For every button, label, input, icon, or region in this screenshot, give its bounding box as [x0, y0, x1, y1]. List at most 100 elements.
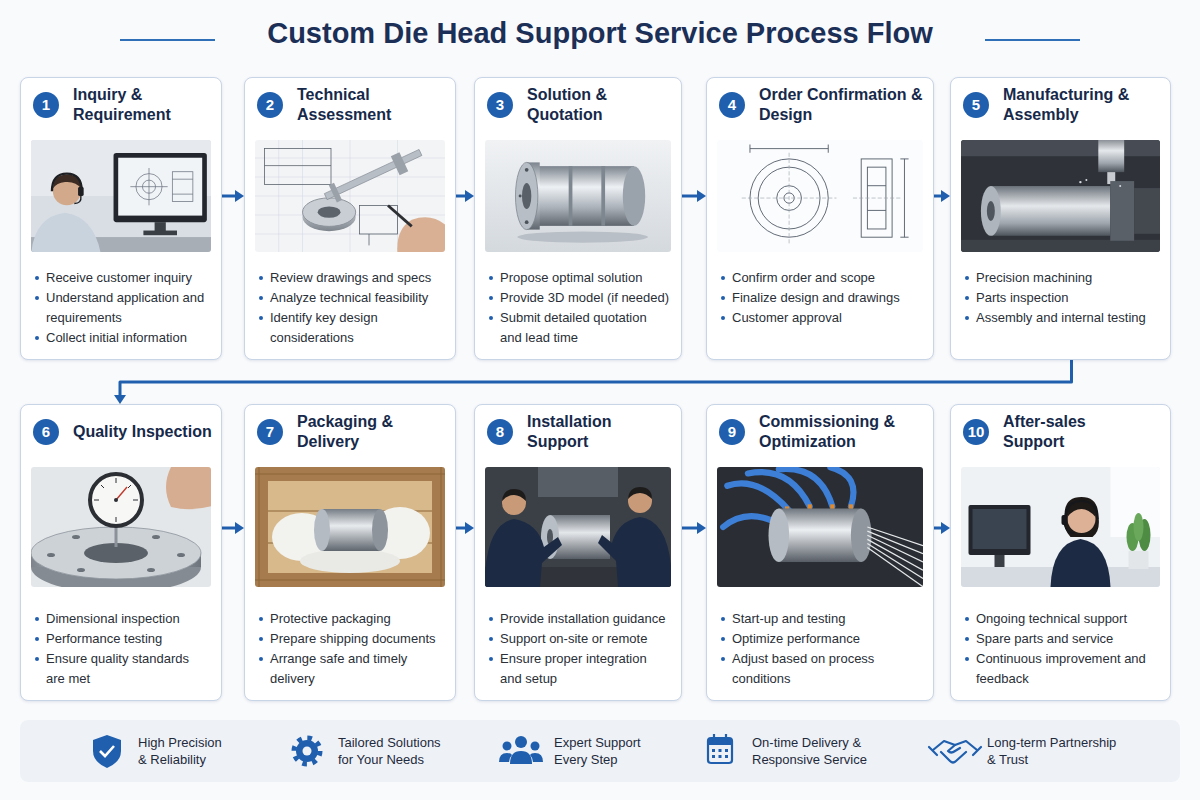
flow-connector	[114, 360, 1072, 404]
step-number-circle: 4	[719, 92, 745, 118]
bullet-item: Propose optimal solution	[500, 268, 671, 288]
step-heading: Packaging & Delivery	[297, 412, 451, 452]
process-card: Packaging & Delivery Protective packagin…	[244, 404, 456, 701]
step-heading: Commissioning & Optimization	[759, 412, 929, 452]
step-heading: After-sales Support	[1003, 412, 1133, 452]
bullet-list: Review drawings and specsAnalyze technic…	[245, 268, 455, 348]
process-card: Quality Inspection Dimensional inspectio…	[20, 404, 222, 701]
feature-icons	[20, 720, 1180, 782]
bullet-text: Ensure proper integration and setup	[500, 651, 647, 686]
bullet-text: Identify key design considerations	[270, 310, 378, 345]
image-slot	[255, 467, 445, 587]
bullet-item: Support on-site or remote	[500, 629, 671, 649]
step-number-circle: 1	[33, 92, 59, 118]
flow-connector	[682, 190, 706, 202]
bullet-text: Dimensional inspection	[46, 611, 180, 626]
bullet-item: Ensure proper integration and setup	[500, 649, 671, 689]
bullet-list: Start-up and testingOptimize performance…	[707, 609, 933, 689]
step-number: 3	[487, 92, 513, 118]
bullet-item: Ensure quality standards are met	[46, 649, 211, 689]
title-rule	[985, 39, 1080, 41]
bullet-dot	[35, 276, 39, 280]
bullet-item: Ongoing technical support	[976, 609, 1160, 629]
image-slot	[485, 467, 671, 587]
flow-connector	[222, 522, 244, 534]
bullet-item: Provide 3D model (if needed)	[500, 288, 671, 308]
arrow-head	[235, 190, 244, 202]
bullet-item: Analyze technical feasibility	[270, 288, 445, 308]
feature-item: On-time Delivery & Responsive Service	[752, 720, 879, 782]
step-number: 9	[719, 419, 745, 445]
assessment-illustration	[255, 140, 445, 252]
bullet-text: Adjust based on process conditions	[732, 651, 874, 686]
bullet-list: Receive customer inquiryUnderstand appli…	[21, 268, 221, 348]
feature-item: High Precision & Reliability	[138, 720, 230, 782]
bullet-item: Finalize design and drawings	[732, 288, 923, 308]
bullet-dot	[965, 276, 969, 280]
image-slot	[717, 140, 923, 252]
crate-illustration	[255, 467, 445, 587]
bullet-text: Provide installation guidance	[500, 611, 666, 626]
step-number-circle: 8	[487, 419, 513, 445]
bullet-dot	[489, 316, 493, 320]
bullet-dot	[965, 657, 969, 661]
flow-connector	[456, 190, 474, 202]
step-number: 8	[487, 419, 513, 445]
step-heading: Quality Inspection	[73, 422, 212, 442]
image-slot	[31, 140, 211, 252]
bullet-list: Protective packagingPrepare shipping doc…	[245, 609, 455, 689]
arrow-head	[465, 190, 474, 202]
bullet-item: Continuous improvement and feedback	[976, 649, 1160, 689]
step-number-circle: 6	[33, 419, 59, 445]
step-number-circle: 10	[963, 419, 989, 445]
bullet-dot	[259, 276, 263, 280]
bullet-item: Start-up and testing	[732, 609, 923, 629]
bullet-dot	[259, 657, 263, 661]
bullet-dot	[259, 617, 263, 621]
bullet-dot	[35, 296, 39, 300]
bullet-item: Collect initial information	[46, 328, 211, 348]
bullet-dot	[35, 336, 39, 340]
step-number-circle: 5	[963, 92, 989, 118]
arrow-head	[941, 190, 950, 202]
support-illustration	[961, 467, 1160, 587]
feature-item: Tailored Solutions for Your Needs	[338, 720, 453, 782]
circle-fill	[257, 92, 283, 118]
image-slot	[961, 140, 1160, 252]
arrow-head	[697, 522, 706, 534]
bullet-text: Understand application and requirements	[46, 290, 204, 325]
bullet-text: Propose optimal solution	[500, 270, 642, 285]
bullet-text: Performance testing	[46, 631, 162, 646]
bullet-list: Ongoing technical supportSpare parts and…	[951, 609, 1170, 689]
bullet-text: Arrange safe and timely delivery	[270, 651, 407, 686]
feature-text: Tailored Solutions for Your Needs	[338, 734, 453, 768]
step-number: 7	[257, 419, 283, 445]
process-card: Technical Assessment Review drawings and…	[244, 77, 456, 360]
step-number-circle: 3	[487, 92, 513, 118]
bullet-dot	[721, 316, 725, 320]
feature-item: Expert Support Every Step	[554, 720, 654, 782]
bullet-dot	[489, 276, 493, 280]
step-heading: Solution & Quotation	[527, 85, 674, 125]
flow-connector	[222, 190, 244, 202]
bullet-text: Analyze technical feasibility	[270, 290, 428, 305]
step-heading: Order Confirmation & Design	[759, 85, 927, 125]
title-rule	[120, 39, 215, 41]
bullet-dot	[489, 657, 493, 661]
bullet-item: Confirm order and scope	[732, 268, 923, 288]
bullet-text: Protective packaging	[270, 611, 391, 626]
bullet-text: Prepare shipping documents	[270, 631, 436, 646]
bullet-dot	[965, 617, 969, 621]
bullet-item: Parts inspection	[976, 288, 1160, 308]
bullet-text: Support on-site or remote	[500, 631, 647, 646]
feature-text: On-time Delivery & Responsive Service	[752, 734, 879, 768]
feature-text: Long-term Partnership & Trust	[987, 734, 1122, 768]
bullet-text: Start-up and testing	[732, 611, 845, 626]
bullet-text: Confirm order and scope	[732, 270, 875, 285]
title-bar: Custom Die Head Support Service Process …	[0, 17, 1200, 50]
commissioning-illustration	[717, 467, 923, 587]
circle-fill	[487, 419, 513, 445]
bullet-dot	[259, 296, 263, 300]
bullet-item: Optimize performance	[732, 629, 923, 649]
